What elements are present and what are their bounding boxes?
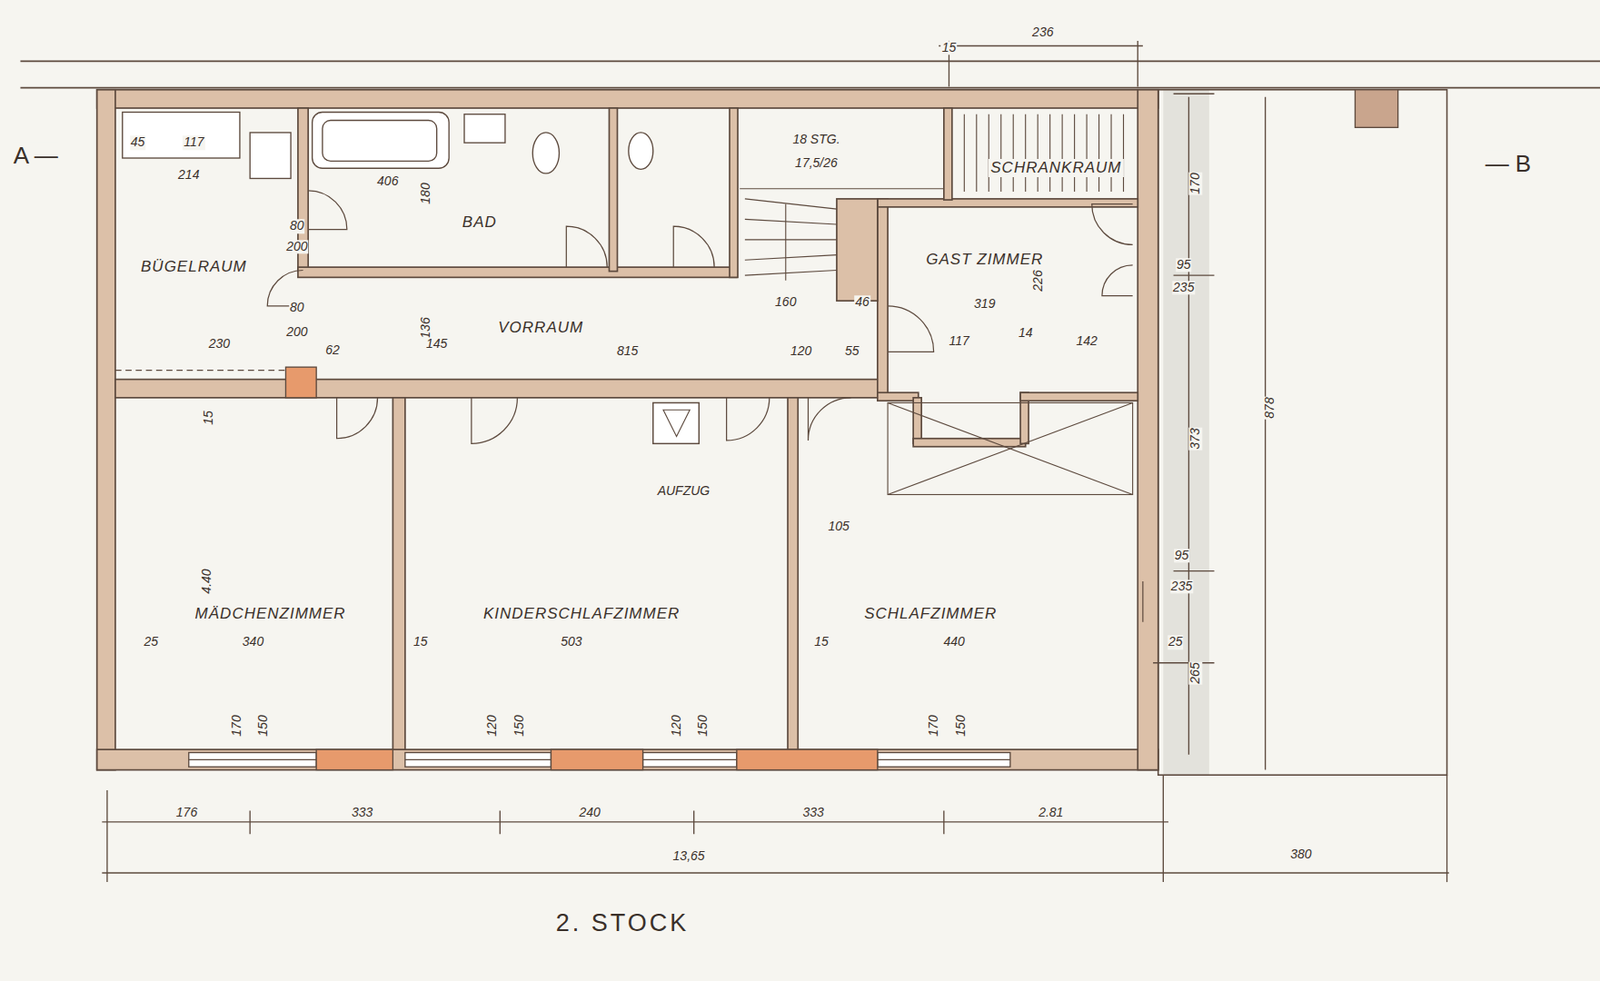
dimension-label: 95 bbox=[1173, 548, 1191, 563]
dimension-label: 120 bbox=[486, 715, 500, 738]
dimension-label: 117 bbox=[948, 334, 971, 348]
dimension-label: 15 bbox=[412, 636, 429, 650]
dimension-label: A — bbox=[12, 141, 60, 169]
dimension-label: 15 bbox=[202, 409, 217, 427]
dimension-label: 373 bbox=[1189, 427, 1203, 450]
room-name: GAST ZIMMER bbox=[924, 250, 1045, 269]
dimension-label: 333 bbox=[350, 805, 374, 820]
dimension-label: 406 bbox=[376, 174, 399, 189]
room-name: SCHLAFZIMMER bbox=[862, 605, 999, 624]
dimension-label: 150 bbox=[954, 715, 968, 738]
dimension-label: 236 bbox=[1031, 25, 1054, 40]
dimension-label: 25 bbox=[1167, 636, 1184, 650]
room-name: KINDERSCHLAFZIMMER bbox=[481, 605, 682, 624]
room-area: SCHLAFZIMMER bbox=[797, 397, 1138, 750]
room-area: BAD bbox=[308, 108, 609, 268]
dimension-label: 136 bbox=[419, 317, 434, 340]
dimension-label: 62 bbox=[324, 343, 341, 358]
dimension-label: 120 bbox=[669, 715, 684, 738]
room-area: KINDERSCHLAFZIMMER bbox=[405, 397, 788, 750]
dimension-label: 240 bbox=[577, 805, 601, 820]
dimension-label: 150 bbox=[695, 715, 710, 738]
dimension-label: 46 bbox=[854, 296, 871, 310]
dimension-label: 878 bbox=[1263, 396, 1278, 419]
dimension-label: 14 bbox=[1017, 326, 1034, 340]
dimension-label: 503 bbox=[559, 636, 583, 650]
dimension-label: 340 bbox=[241, 636, 265, 650]
dimension-label: 226 bbox=[1032, 268, 1046, 292]
dimension-label: 145 bbox=[425, 337, 448, 352]
room-name: MÄDCHENZIMMER bbox=[193, 605, 348, 624]
dimension-label: 176 bbox=[175, 805, 199, 820]
dimension-label: 170 bbox=[229, 715, 244, 738]
room-area: MÄDCHENZIMMER bbox=[115, 397, 393, 750]
dimension-label: 105 bbox=[826, 520, 850, 535]
dimension-label: 150 bbox=[512, 715, 527, 738]
dimension-label: 2.81 bbox=[1037, 805, 1064, 820]
dimension-label: 95 bbox=[1175, 258, 1193, 272]
dimension-label: 13,65 bbox=[672, 849, 706, 864]
dimension-label: 230 bbox=[208, 337, 231, 352]
room-area: GAST ZIMMER bbox=[887, 207, 1138, 393]
dimension-label: 55 bbox=[844, 345, 861, 359]
dimension-label: 319 bbox=[973, 297, 996, 311]
dimension-label: 17,5/26 bbox=[794, 156, 839, 170]
dimension-label: 333 bbox=[801, 805, 825, 820]
dimension-label: 235 bbox=[1170, 579, 1193, 594]
plan-title: 2. STOCK bbox=[556, 909, 690, 938]
dimension-label: — B bbox=[1484, 149, 1533, 177]
dimension-label: 200 bbox=[285, 239, 309, 254]
dimension-label: 80 bbox=[288, 300, 306, 315]
dimension-label: 214 bbox=[177, 168, 200, 182]
dimension-label: 142 bbox=[1074, 334, 1098, 348]
dimension-label: AUFZUG bbox=[656, 484, 712, 498]
room-name: BAD bbox=[460, 213, 499, 232]
dimension-label: 440 bbox=[942, 636, 965, 650]
dimension-label: 170 bbox=[926, 715, 941, 738]
dimension-label: 160 bbox=[774, 296, 797, 310]
dimension-label: 235 bbox=[1172, 280, 1195, 295]
dimension-label: 4.40 bbox=[199, 567, 214, 595]
dimension-label: 18 STG. bbox=[791, 132, 841, 147]
dimension-label: 265 bbox=[1189, 661, 1203, 685]
dimension-label: 117 bbox=[182, 135, 205, 150]
dimension-label: 170 bbox=[1189, 171, 1203, 195]
dimension-label: 815 bbox=[616, 345, 639, 359]
dimension-label: 200 bbox=[285, 325, 309, 339]
dimension-label: 15 bbox=[813, 636, 830, 650]
dimension-label: 180 bbox=[419, 182, 434, 206]
dimension-label: 15 bbox=[941, 40, 958, 55]
dimension-label: 380 bbox=[1289, 847, 1312, 862]
room-name: SCHRANKRAUM bbox=[988, 159, 1123, 178]
room-area: VORRAUM bbox=[308, 277, 878, 379]
room-area: SCHRANKRAUM bbox=[952, 108, 1138, 199]
dimension-label: 80 bbox=[288, 219, 306, 234]
dimension-label: 150 bbox=[256, 715, 270, 738]
room-name: BÜGELRAUM bbox=[139, 258, 249, 277]
dimension-label: 25 bbox=[142, 636, 160, 650]
room-name: VORRAUM bbox=[496, 318, 586, 338]
dimension-label: 45 bbox=[129, 135, 147, 150]
dimension-label: 120 bbox=[789, 345, 813, 359]
